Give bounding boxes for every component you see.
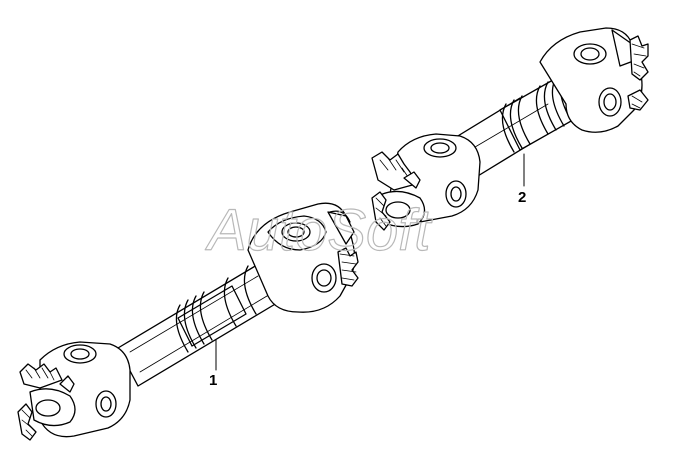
driveshaft-1	[17, 202, 359, 441]
yoke-1-left	[17, 341, 131, 441]
callout-2: 2	[518, 189, 527, 206]
yoke-2-right	[539, 27, 649, 133]
yoke-1-right	[247, 202, 359, 313]
yoke-2-left	[371, 133, 481, 231]
driveshaft-2	[371, 27, 649, 231]
watermark: AutoSoft	[205, 198, 433, 263]
callout-1: 1	[209, 372, 218, 389]
